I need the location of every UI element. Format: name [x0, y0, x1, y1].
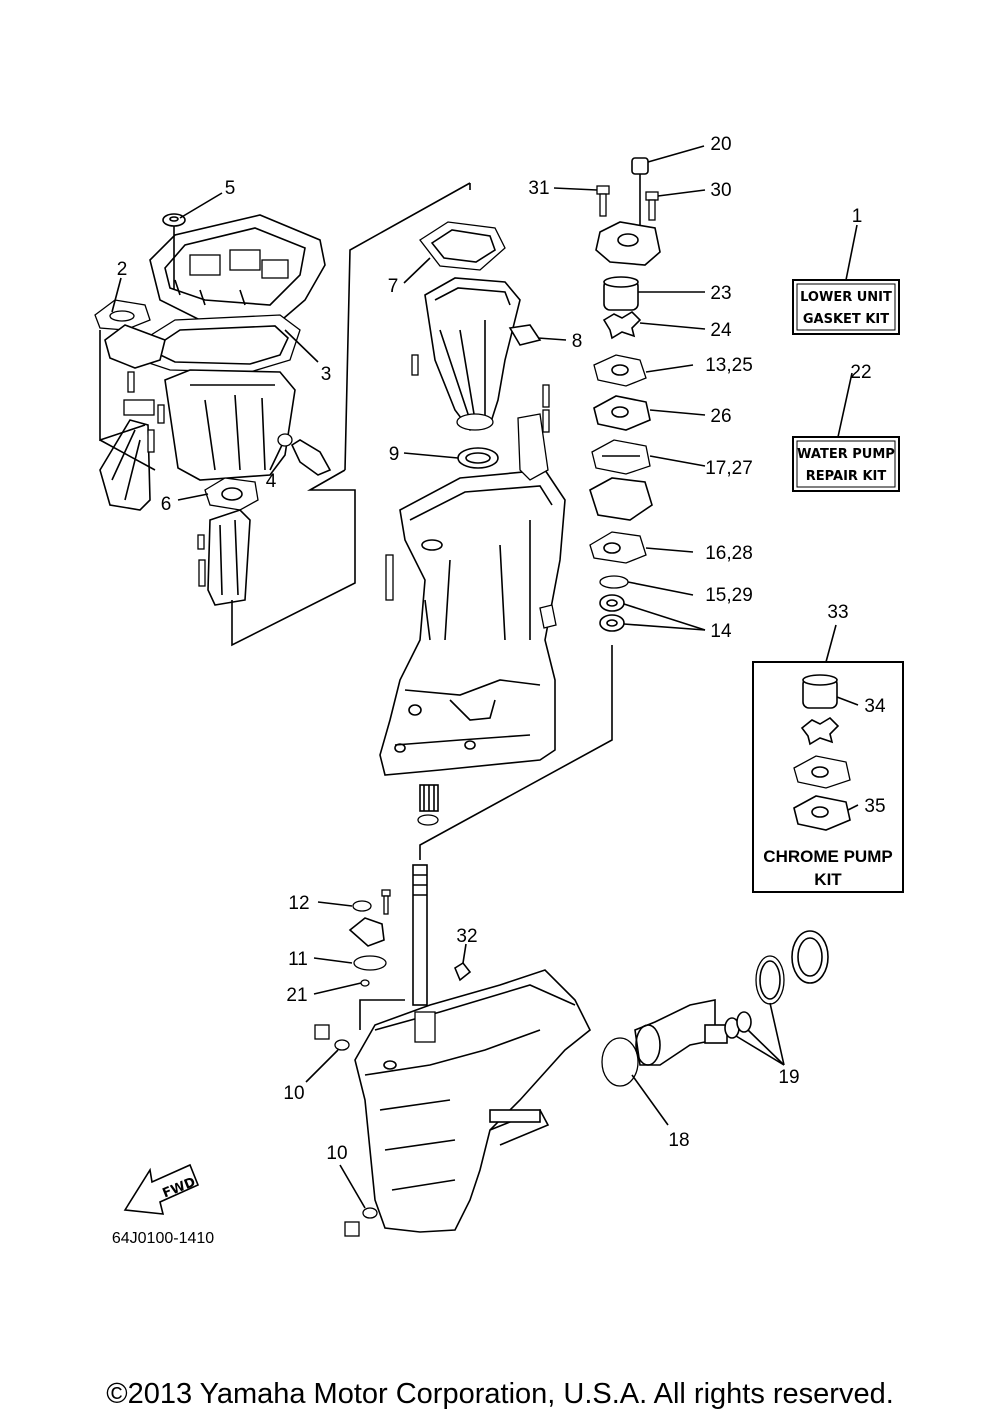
callout-33: 33	[827, 602, 848, 623]
callout-31: 31	[528, 178, 549, 199]
callout-3: 3	[321, 364, 332, 385]
fwd-arrow-icon: FWD	[123, 1163, 200, 1215]
callout-14: 14	[710, 621, 732, 642]
callout-22: 22	[850, 362, 871, 383]
callout-23: 23	[710, 283, 731, 304]
upper-casing	[379, 221, 566, 826]
chrome-pump-kit-line2: KIT	[814, 870, 842, 889]
callout-32: 32	[456, 926, 477, 947]
callout-10-lower: 10	[326, 1143, 347, 1164]
water-pump-stack	[589, 157, 661, 632]
callout-35: 35	[864, 796, 885, 817]
callout-21: 21	[286, 985, 307, 1006]
callout-10-upper: 10	[283, 1083, 304, 1104]
callout-6: 6	[161, 494, 172, 515]
water-pump-kit-line2: REPAIR KIT	[806, 469, 887, 484]
callout-4: 4	[266, 471, 277, 492]
lower-unit-kit-line1: LOWER UNIT	[800, 290, 892, 305]
callout-26: 26	[710, 406, 731, 427]
callout-20: 20	[710, 134, 731, 155]
callout-18: 18	[668, 1130, 689, 1151]
callout-34: 34	[864, 696, 886, 717]
callout-13-25: 13,25	[705, 355, 753, 376]
group-bracket-left	[99, 330, 156, 471]
callout-labels: 1 2 3 4 5 6 7 8 9 10 10 11 12 13,25 14 1…	[117, 134, 886, 1164]
callout-11: 11	[288, 949, 308, 970]
callout-12: 12	[288, 893, 309, 914]
chrome-pump-kit-line1: CHROME PUMP	[763, 847, 892, 866]
callout-16-28: 16,28	[705, 543, 753, 564]
water-pump-kit-line1: WATER PUMP	[797, 447, 895, 462]
water-pump-repair-kit-box: WATER PUMP REPAIR KIT	[792, 436, 900, 492]
lower-connector	[359, 999, 405, 1030]
callout-30: 30	[710, 180, 731, 201]
group-bracket	[231, 182, 471, 647]
callout-7: 7	[388, 276, 399, 297]
shaft-connector	[419, 645, 613, 860]
chrome-pump-kit-box: CHROME PUMP KIT	[752, 661, 904, 893]
callout-5: 5	[225, 178, 236, 199]
upper-casing-assembly	[94, 213, 332, 606]
callout-17-27: 17,27	[705, 458, 753, 479]
callout-15-29: 15,29	[705, 585, 753, 606]
callout-2: 2	[117, 259, 128, 280]
lower-unit-kit-line2: GASKET KIT	[803, 312, 889, 327]
lower-casing	[314, 864, 829, 1237]
leader-lines	[111, 145, 859, 1209]
callout-9: 9	[389, 444, 400, 465]
copyright-notice: ©2013 Yamaha Motor Corporation, U.S.A. A…	[106, 1378, 894, 1410]
callout-24: 24	[710, 320, 732, 341]
callout-1: 1	[852, 206, 863, 227]
diagram-part-code: 64J0100-1410	[112, 1230, 214, 1247]
callout-19: 19	[778, 1067, 799, 1088]
callout-8: 8	[572, 331, 583, 352]
lower-unit-gasket-kit-box: LOWER UNIT GASKET KIT	[792, 279, 900, 335]
